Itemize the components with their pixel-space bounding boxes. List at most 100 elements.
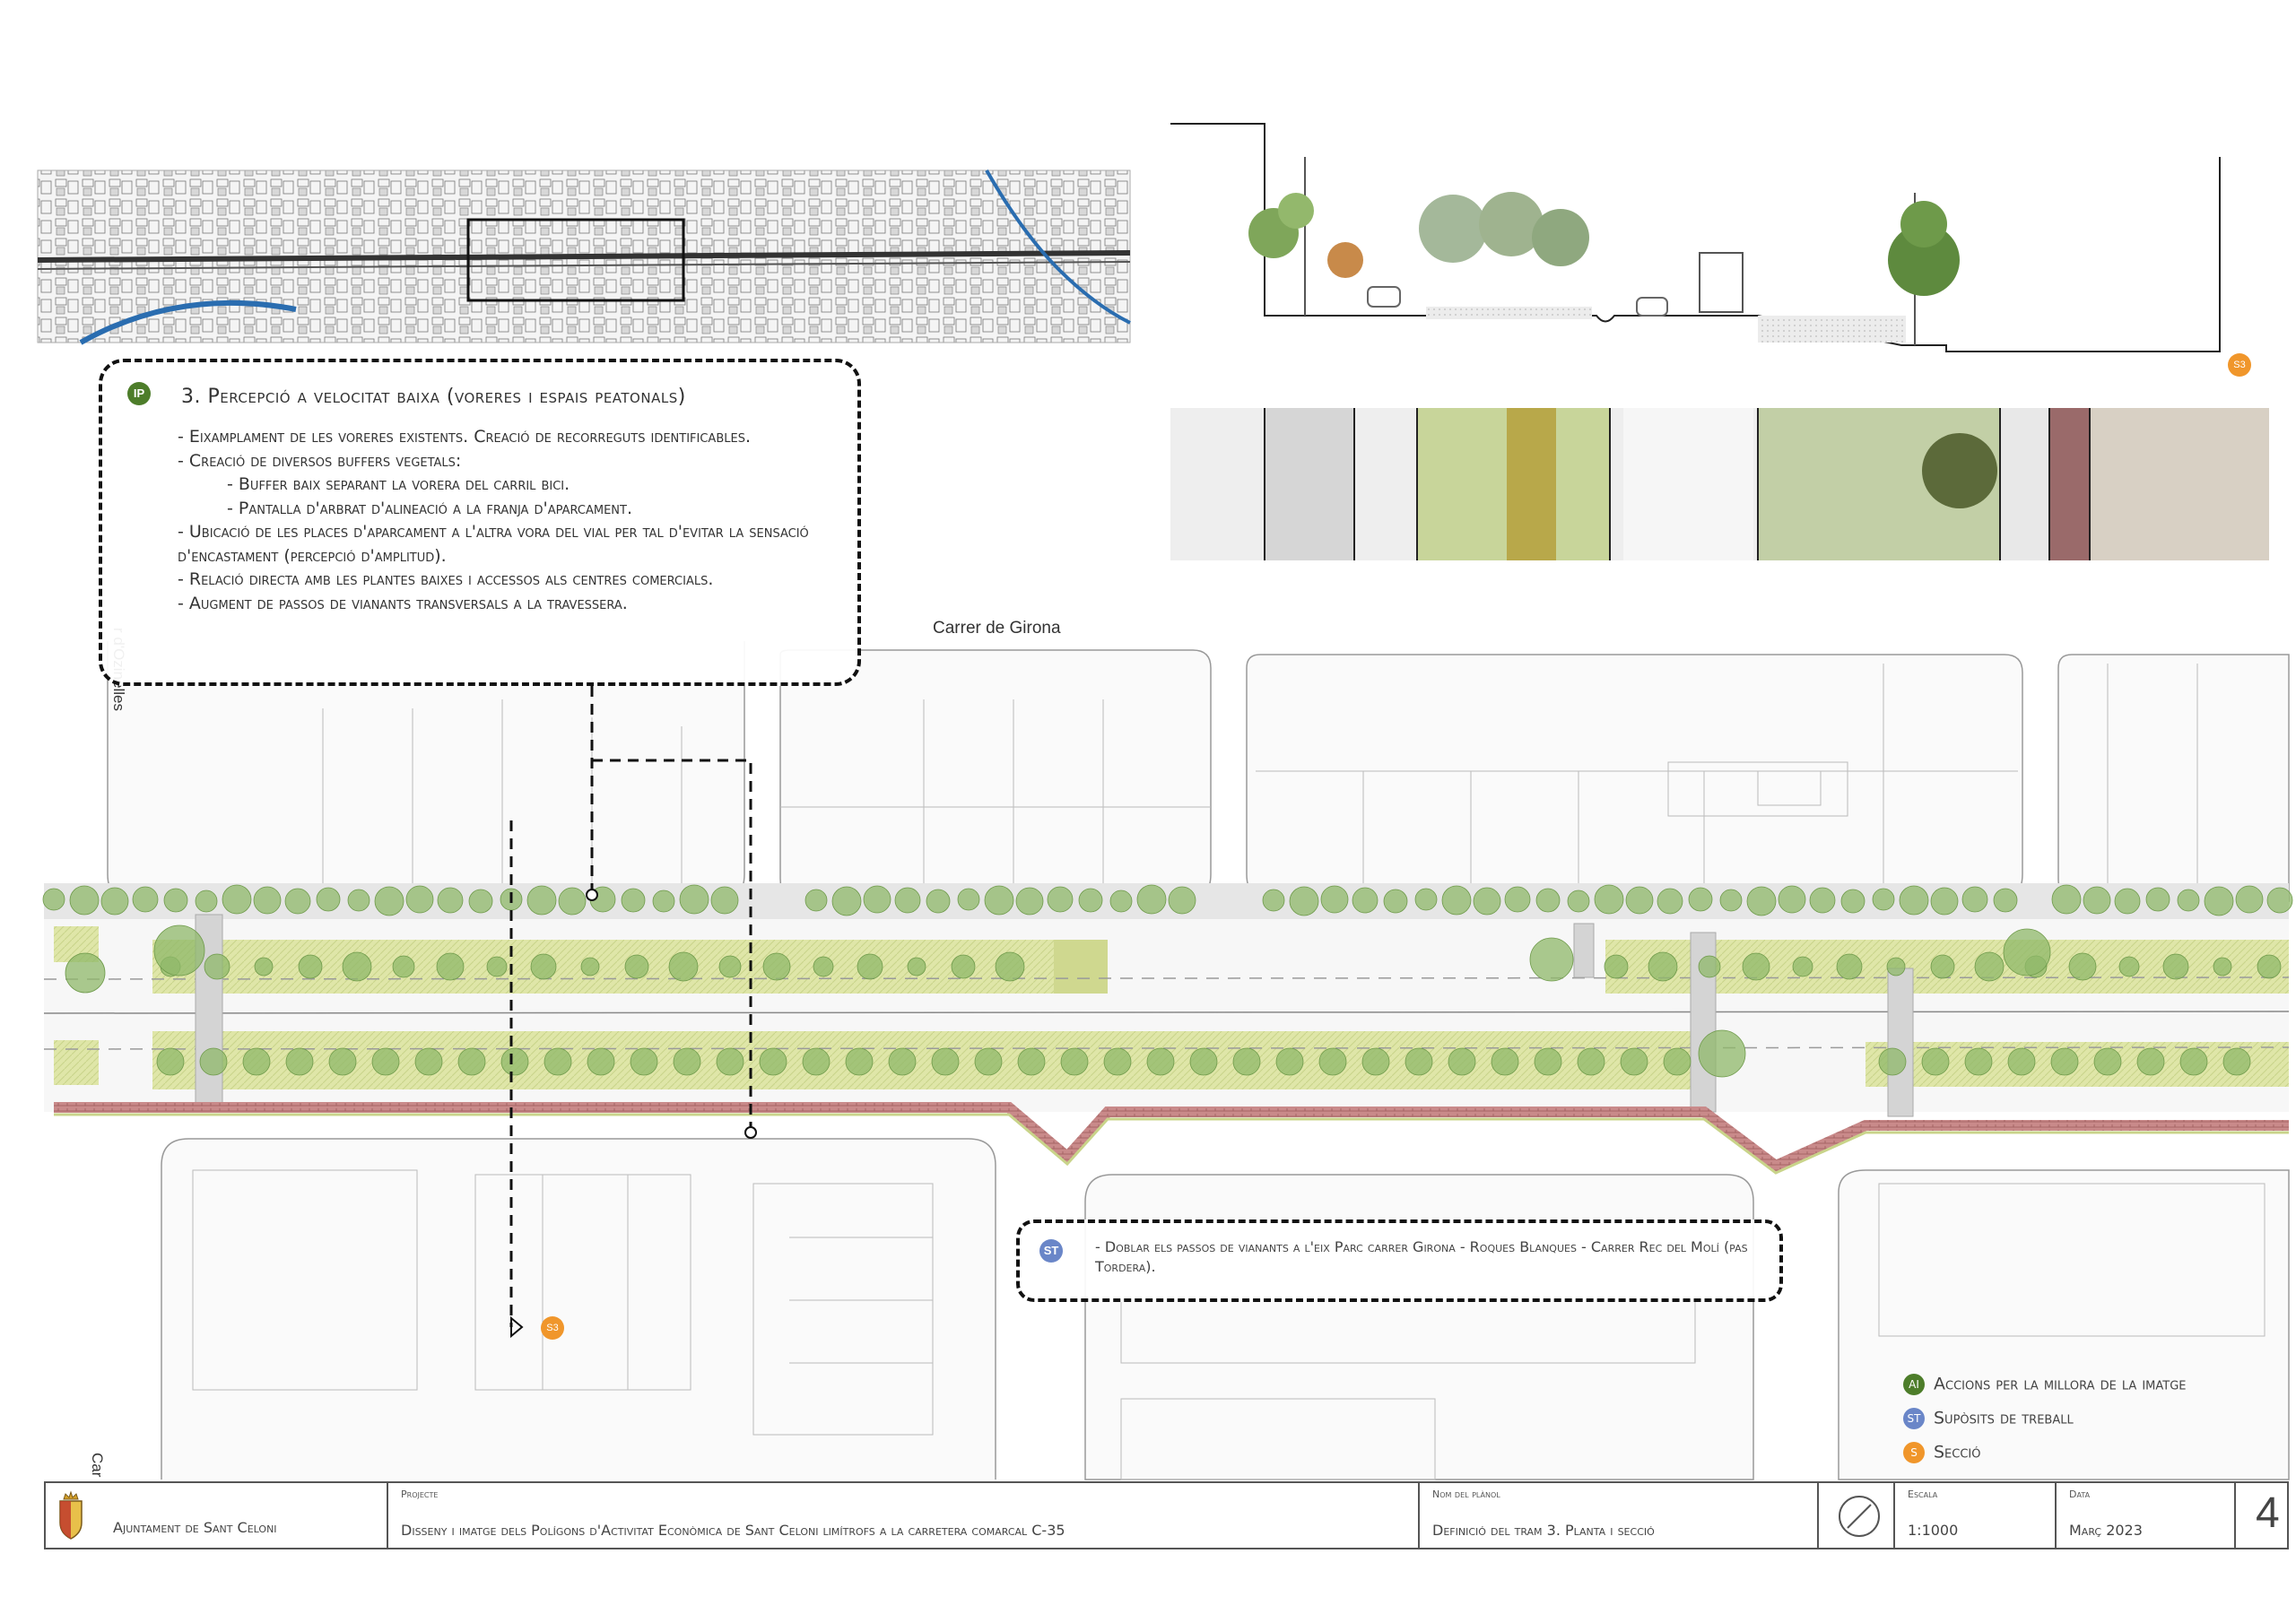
callout-st-text: - Doblar els passos de vianants a l'eix … [1095, 1238, 1748, 1275]
tree-icon [1352, 887, 1378, 914]
date-value: Març 2023 [2069, 1522, 2143, 1539]
legend-badge: ST [1903, 1408, 1925, 1429]
tree-icon [857, 953, 883, 980]
tree-icon [1318, 1047, 1347, 1076]
tree-icon [526, 885, 557, 916]
tb-north [1817, 1483, 1893, 1548]
tree-icon [673, 1047, 701, 1076]
legend-label: Accions per la millora de la imatge [1934, 1374, 2187, 1394]
tree-icon [2136, 1047, 2165, 1076]
tree-icon [1719, 889, 1743, 912]
municipal-shield-icon [53, 1488, 89, 1542]
section-marker-plan[interactable]: S3 [541, 1316, 564, 1340]
project-name: Disseny i imatge dels Polígons d'Activit… [401, 1522, 1065, 1539]
tree-icon [242, 1047, 271, 1076]
plan-label: Nom del plànol [1432, 1488, 1500, 1500]
tree-icon [894, 887, 921, 914]
plan-view [42, 641, 2293, 1480]
callout-work-assumption: ST - Doblar els passos de vianants a l'e… [1016, 1219, 1783, 1302]
tree-icon [468, 889, 493, 914]
legend-item: ST Supòsits de treball [1903, 1408, 2074, 1433]
scale-label: Escala [1908, 1488, 1938, 1500]
tree-icon [2003, 928, 2051, 976]
section-plan-strip [1170, 408, 2269, 560]
tree-icon [1534, 1047, 1562, 1076]
legend-label: Supòsits de treball [1934, 1408, 2074, 1428]
tree-icon [2213, 957, 2232, 976]
tree-icon [974, 1047, 1003, 1076]
tree-icon [530, 953, 557, 980]
tree-icon [1168, 886, 1196, 915]
tree-icon [544, 1047, 572, 1076]
tree-icon [1232, 1047, 1261, 1076]
tree-icon [1657, 888, 1683, 915]
tree-icon [1103, 1047, 1132, 1076]
tree-icon [342, 951, 372, 982]
tree-icon [630, 1047, 658, 1076]
tree-icon [1930, 887, 1959, 916]
leader-lines [509, 686, 752, 1327]
tree-icon [222, 884, 252, 915]
tree-icon [1742, 952, 1770, 981]
tree-icon [1577, 1047, 1605, 1076]
tree-icon [284, 888, 311, 915]
key-plan [37, 169, 1131, 345]
scale-value: 1:1000 [1908, 1522, 1959, 1539]
st-badge: ST [1039, 1239, 1063, 1263]
tb-sheet: 4 [2234, 1483, 2291, 1548]
tree-icon [42, 888, 65, 911]
tree-icon [845, 1047, 874, 1076]
tree-icon [2204, 886, 2234, 916]
tree-icon [253, 886, 282, 915]
section-marker-top: S3 [2228, 353, 2251, 377]
tree-icon [371, 1047, 400, 1076]
north-arrow-icon [1839, 1496, 1880, 1537]
tree-icon [1262, 889, 1285, 912]
tb-plan-name: Nom del plànol Definició del tram 3. Pla… [1418, 1483, 1817, 1548]
tree-icon [1604, 954, 1629, 979]
tree-icon [2177, 889, 2200, 912]
tree-icon [931, 1047, 960, 1076]
tree-icon [2114, 888, 2141, 915]
tree-icon [486, 956, 508, 977]
tree-icon [1146, 1047, 1175, 1076]
tree-icon [405, 885, 434, 914]
callout-low-speed-perception: IP 3. Percepció a velocitat baixa (vorer… [99, 359, 861, 686]
tree-icon [1809, 887, 1836, 914]
tree-icon [926, 889, 951, 914]
tree-icon [2083, 886, 2111, 915]
legend-label: Secció [1934, 1442, 1981, 1462]
tree-icon [951, 954, 976, 979]
tree-icon [156, 1047, 185, 1076]
tree-icon [2093, 1047, 2122, 1076]
tree-icon [1109, 890, 1133, 913]
tree-icon [1964, 1047, 1993, 1076]
tree-icon [1535, 888, 1561, 913]
tree-icon [1698, 955, 1721, 978]
street-label-girona: Carrer de Girona [933, 619, 1061, 638]
tree-icon [624, 954, 649, 979]
tree-icon [1504, 886, 1531, 913]
tree-icon [347, 889, 370, 912]
tree-icon [2145, 887, 2170, 912]
tree-icon [587, 1047, 615, 1076]
tree-icon [1921, 1047, 1950, 1076]
tree-icon [392, 955, 415, 978]
tree-icon [1974, 951, 2005, 982]
cross-section [1170, 123, 2221, 352]
tree-icon [1473, 887, 1501, 916]
tree-icon [1886, 957, 1906, 976]
tree-icon [1491, 1047, 1519, 1076]
tree-icon [1275, 1047, 1304, 1076]
tree-icon [100, 887, 129, 916]
tree-icon [1836, 953, 1863, 980]
tree-icon [863, 885, 891, 914]
tree-icon [1320, 885, 1349, 914]
tree-icon [285, 1047, 314, 1076]
tree-icon [1625, 886, 1654, 915]
tree-icon [813, 956, 834, 977]
date-label: Data [2069, 1488, 2091, 1500]
tree-icon [1361, 1047, 1390, 1076]
tree-icon [718, 955, 742, 978]
